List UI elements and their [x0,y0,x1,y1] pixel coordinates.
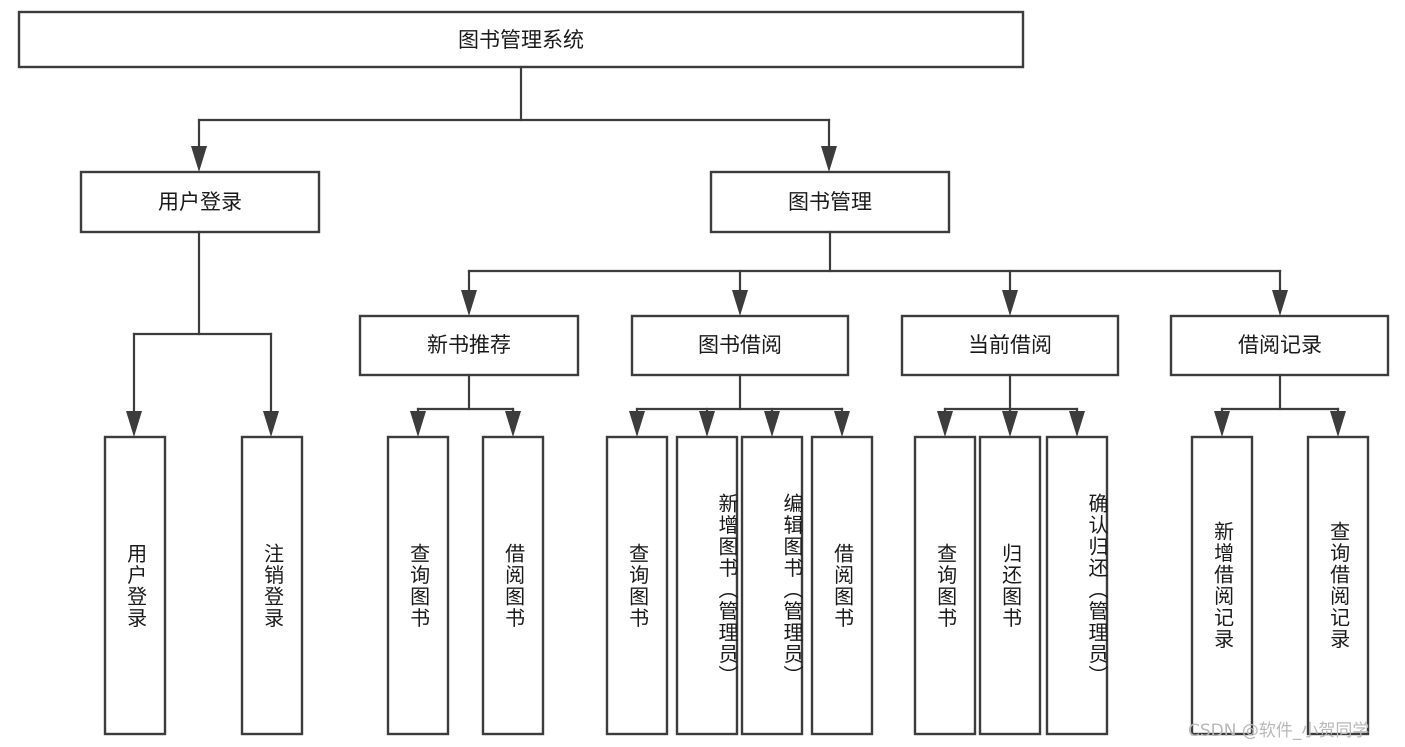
node-user-login[interactable]: 用户登录 [79,170,321,234]
node-user-login-label: 用户登录 [158,190,242,214]
leaf-box-confirm-return-admin[interactable] [1045,435,1109,736]
node-new-book-recommend[interactable]: 新书推荐 [358,314,580,377]
node-root-label: 图书管理系统 [458,28,584,52]
arrow-head-icon [821,146,837,172]
arrow-head-icon [1330,411,1346,437]
arrow-head-icon [1214,411,1230,437]
node-root[interactable]: 图书管理系统 [17,10,1025,69]
node-book-management[interactable]: 图书管理 [709,170,951,234]
arrow-head-icon [629,411,645,437]
csdn-watermark: CSDN @软件_小贺同学 [1188,721,1370,741]
connector-book-borrow-to-leaves [629,373,850,437]
arrow-head-icon [461,290,477,316]
arrow-head-icon [191,146,207,172]
arrow-head-icon [263,411,279,437]
arrow-head-icon [126,411,142,437]
leaf-box-add-book-admin[interactable] [675,435,739,736]
arrow-head-icon [1272,290,1288,316]
node-book-borrow[interactable]: 图书借阅 [630,314,850,377]
connector-user-login-to-leaves [126,230,279,437]
leaf-box-logout[interactable] [240,435,304,736]
node-new-book-recommend-box [358,314,580,377]
connector-book-management-to-level2 [461,230,1288,316]
arrow-head-icon [834,411,850,437]
connector-borrow-record-to-leaves [1214,373,1346,437]
node-borrow-record[interactable]: 借阅记录 [1169,314,1390,377]
leaf-box-query-book-borrow[interactable] [605,435,669,736]
arrow-head-icon [1069,411,1085,437]
arrow-head-icon [732,290,748,316]
leaf-box-add-borrow-record[interactable] [1190,435,1254,736]
connector-root-to-level1 [191,65,837,172]
leaf-box-borrow-book[interactable] [810,435,874,736]
leaf-box-edit-book-admin[interactable] [740,435,804,736]
node-user-login-box [79,170,321,234]
leaf-box-query-book-rec[interactable] [386,435,450,736]
arrow-head-icon [410,411,426,437]
node-book-borrow-label: 图书借阅 [698,333,782,357]
arrow-head-icon [699,411,715,437]
leaf-box-query-book-current[interactable] [913,435,977,736]
node-new-book-recommend-label: 新书推荐 [427,333,511,357]
node-borrow-record-label: 借阅记录 [1238,333,1322,357]
connector-current-borrow-to-leaves [937,373,1085,437]
node-current-borrow[interactable]: 当前借阅 [900,314,1120,377]
arrow-head-icon [937,411,953,437]
arrow-head-icon [505,411,521,437]
arrow-head-icon [1002,290,1018,316]
leaf-box-user-login[interactable] [103,435,167,736]
leaf-box-query-borrow-record[interactable] [1306,435,1370,736]
arrow-head-icon [764,411,780,437]
node-book-management-label: 图书管理 [788,190,872,214]
connector-new-book-recommend-to-leaves [410,373,521,437]
arrow-head-icon [1002,411,1018,437]
node-current-borrow-box [900,314,1120,377]
node-root-box [17,10,1025,69]
node-current-borrow-label: 当前借阅 [968,333,1052,357]
leaf-box-borrow-book-rec[interactable] [481,435,545,736]
leaf-box-return-book[interactable] [978,435,1042,736]
